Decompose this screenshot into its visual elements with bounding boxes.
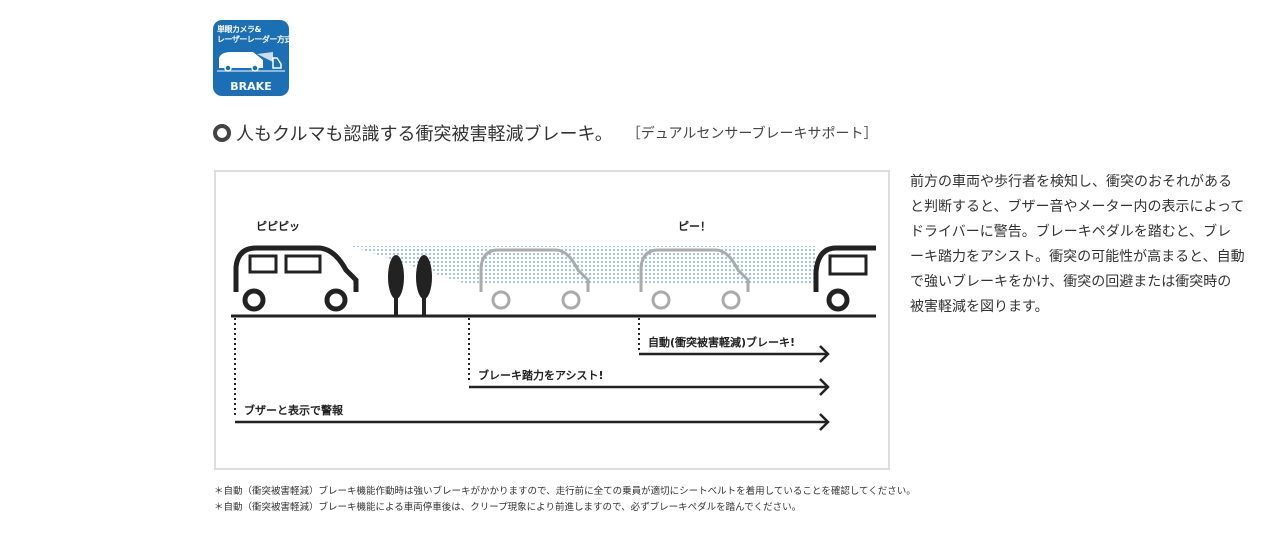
badge-label: BRAKE [230,80,272,93]
bullet-ring-icon [213,124,231,142]
brake-diagram: ピピピッ ピー！ 自動(衝突被害軽減)ブレーキ! ブレーキ踏力をアシスト! ブザ… [214,170,890,470]
sound-beep-2: ピー！ [678,220,711,233]
description: 前方の車両や歩行者を検知し、衝突のおそれがあると判断すると、ブザー音やメーター内… [910,174,1245,315]
trees [388,255,432,315]
stage-warning: ブザーと表示で警報 [244,403,344,417]
car-ghost-1 [479,248,590,310]
stage-brake-assist: ブレーキ踏力をアシスト! [478,368,604,382]
heading-title: 人もクルマも認識する衝突被害軽減ブレーキ。 [236,124,613,145]
brake-badge: 単眼カメラ&レーザーレーダー方式 BRAKE [213,20,292,96]
section-heading: 人もクルマも認識する衝突被害軽減ブレーキ。 ［デュアルセンサーブレーキサポート］ [213,120,878,146]
stage-auto-brake: 自動(衝突被害軽減)ブレーキ! [648,335,795,349]
sound-beep-1: ピピピッ [256,220,300,233]
own-car [233,245,359,312]
heading-subtitle: ［デュアルセンサーブレーキサポート］ [626,126,878,142]
badge-title: 単眼カメラ&レーザーレーダー方式 [217,25,292,44]
footnote: ＊自動（衝突被害軽減）ブレーキ機能作動時は強いブレーキがかかりますので、走行前に… [214,486,916,497]
footnotes: ＊自動（衝突被害軽減）ブレーキ機能作動時は強いブレーキがかかりますので、走行前に… [214,484,916,516]
front-car [813,245,876,312]
footnote: ＊自動（衝突被害軽減）ブレーキ機能による車両停車後は、クリープ現象により前進しま… [214,502,802,513]
car-ghost-2 [639,248,750,310]
sensor-beam [351,246,816,284]
car-sensor-icon [217,52,285,72]
